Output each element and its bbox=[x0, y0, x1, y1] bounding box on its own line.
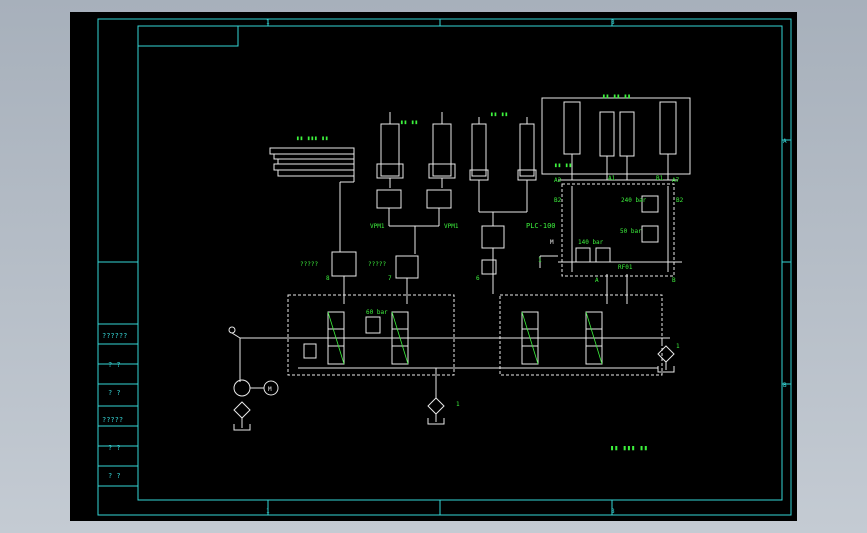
tilt-cylinders bbox=[469, 117, 537, 213]
pump-group bbox=[228, 326, 675, 431]
label-plc: PLC-100 bbox=[526, 222, 556, 230]
title-block-row: ? ? bbox=[108, 472, 121, 480]
title-block-row: ? ? bbox=[108, 389, 121, 397]
label-port-a2: A2 bbox=[554, 177, 562, 184]
label-port-a: A bbox=[595, 277, 599, 284]
label-sw-upper: ▮▮ ▮▮ bbox=[554, 162, 572, 169]
label-240bar: 240 bar bbox=[621, 197, 647, 204]
label-clamp: ▮▮ ▮▮ ▮▮ bbox=[602, 93, 631, 100]
relief-block bbox=[561, 183, 675, 277]
drawing-title: ▮▮ ▮▮▮ ▮▮ bbox=[610, 444, 648, 452]
drawing-canvas[interactable]: 1 8 1 8 A B ?????? ? ? ? ? ????? ? ? ? ? bbox=[70, 12, 797, 521]
drawing-frame bbox=[97, 18, 792, 516]
border-letter-b: B bbox=[783, 382, 787, 389]
border-number-top-1: 1 bbox=[266, 19, 270, 26]
intermediate-valves bbox=[331, 251, 628, 304]
label-num-6: 6 bbox=[476, 275, 480, 282]
lift-valves bbox=[376, 189, 452, 254]
circuit-lines bbox=[228, 97, 691, 431]
label-port-a1: A1 bbox=[608, 175, 616, 182]
circuit-labels: ▮▮ ▮▮▮ ▮▮ ▮▮ ▮▮ ▮▮ ▮▮ ▮▮ ▮▮ ▮▮ ▮▮ ▮▮ ???… bbox=[268, 93, 684, 452]
label-60bar: 60 bar bbox=[366, 309, 388, 316]
label-140bar: 140 bar bbox=[578, 239, 604, 246]
label-port-m: M bbox=[550, 239, 554, 246]
label-num-1a: 1 bbox=[538, 257, 542, 264]
label-num-8: 8 bbox=[326, 275, 330, 282]
label-num-1c: 1 bbox=[676, 343, 680, 350]
title-block-row: ? ? bbox=[108, 444, 121, 452]
label-port-b: B bbox=[672, 277, 676, 284]
title-block-row: ?????? bbox=[102, 332, 127, 340]
label-vpm1: VPM1 bbox=[370, 223, 385, 230]
shuttle-valve bbox=[481, 212, 505, 294]
title-block: ?????? ? ? ? ? ????? ? ? ? ? bbox=[102, 332, 127, 480]
main-lines bbox=[239, 337, 670, 398]
label-port-b1: B1 bbox=[656, 175, 664, 182]
mast-symbol bbox=[269, 147, 355, 252]
hydraulic-schematic: 1 8 1 8 A B ?????? ? ? ? ? ????? ? ? ? ? bbox=[97, 18, 792, 516]
border-number-top-8: 8 bbox=[611, 19, 615, 26]
label-port-b2: B2 bbox=[554, 197, 562, 204]
border-number-bottom-1: 1 bbox=[266, 508, 270, 515]
frame-labels: 1 8 1 8 A B bbox=[266, 19, 787, 515]
border-number-bottom-8: 8 bbox=[611, 508, 615, 515]
label-q1: ????? bbox=[300, 261, 318, 268]
label-lift: ▮▮ ▮▮ bbox=[400, 119, 418, 126]
label-port-a7: A7 bbox=[672, 177, 680, 184]
relief-valves bbox=[539, 186, 682, 272]
label-vpm2: VPM1 bbox=[444, 223, 459, 230]
lift-cylinders bbox=[376, 112, 456, 188]
label-motor: M bbox=[268, 386, 272, 393]
label-port-b2r: B2 bbox=[676, 197, 684, 204]
label-mast: ▮▮ ▮▮▮ ▮▮ bbox=[296, 135, 329, 142]
title-block-row: ? ? bbox=[108, 361, 121, 369]
valve-accents bbox=[327, 311, 603, 365]
label-num-7: 7 bbox=[388, 275, 392, 282]
label-rf01: RF01 bbox=[618, 264, 633, 271]
clamp-cylinders bbox=[541, 97, 691, 181]
control-blocks bbox=[287, 294, 663, 376]
border-letter-a: A bbox=[783, 138, 787, 145]
label-50bar: 50 bar bbox=[620, 228, 642, 235]
label-num-1b: 1 bbox=[456, 401, 460, 408]
label-q2: ????? bbox=[368, 261, 386, 268]
title-block-row: ????? bbox=[102, 416, 123, 424]
label-tilt: ▮▮ ▮▮ bbox=[490, 111, 508, 118]
